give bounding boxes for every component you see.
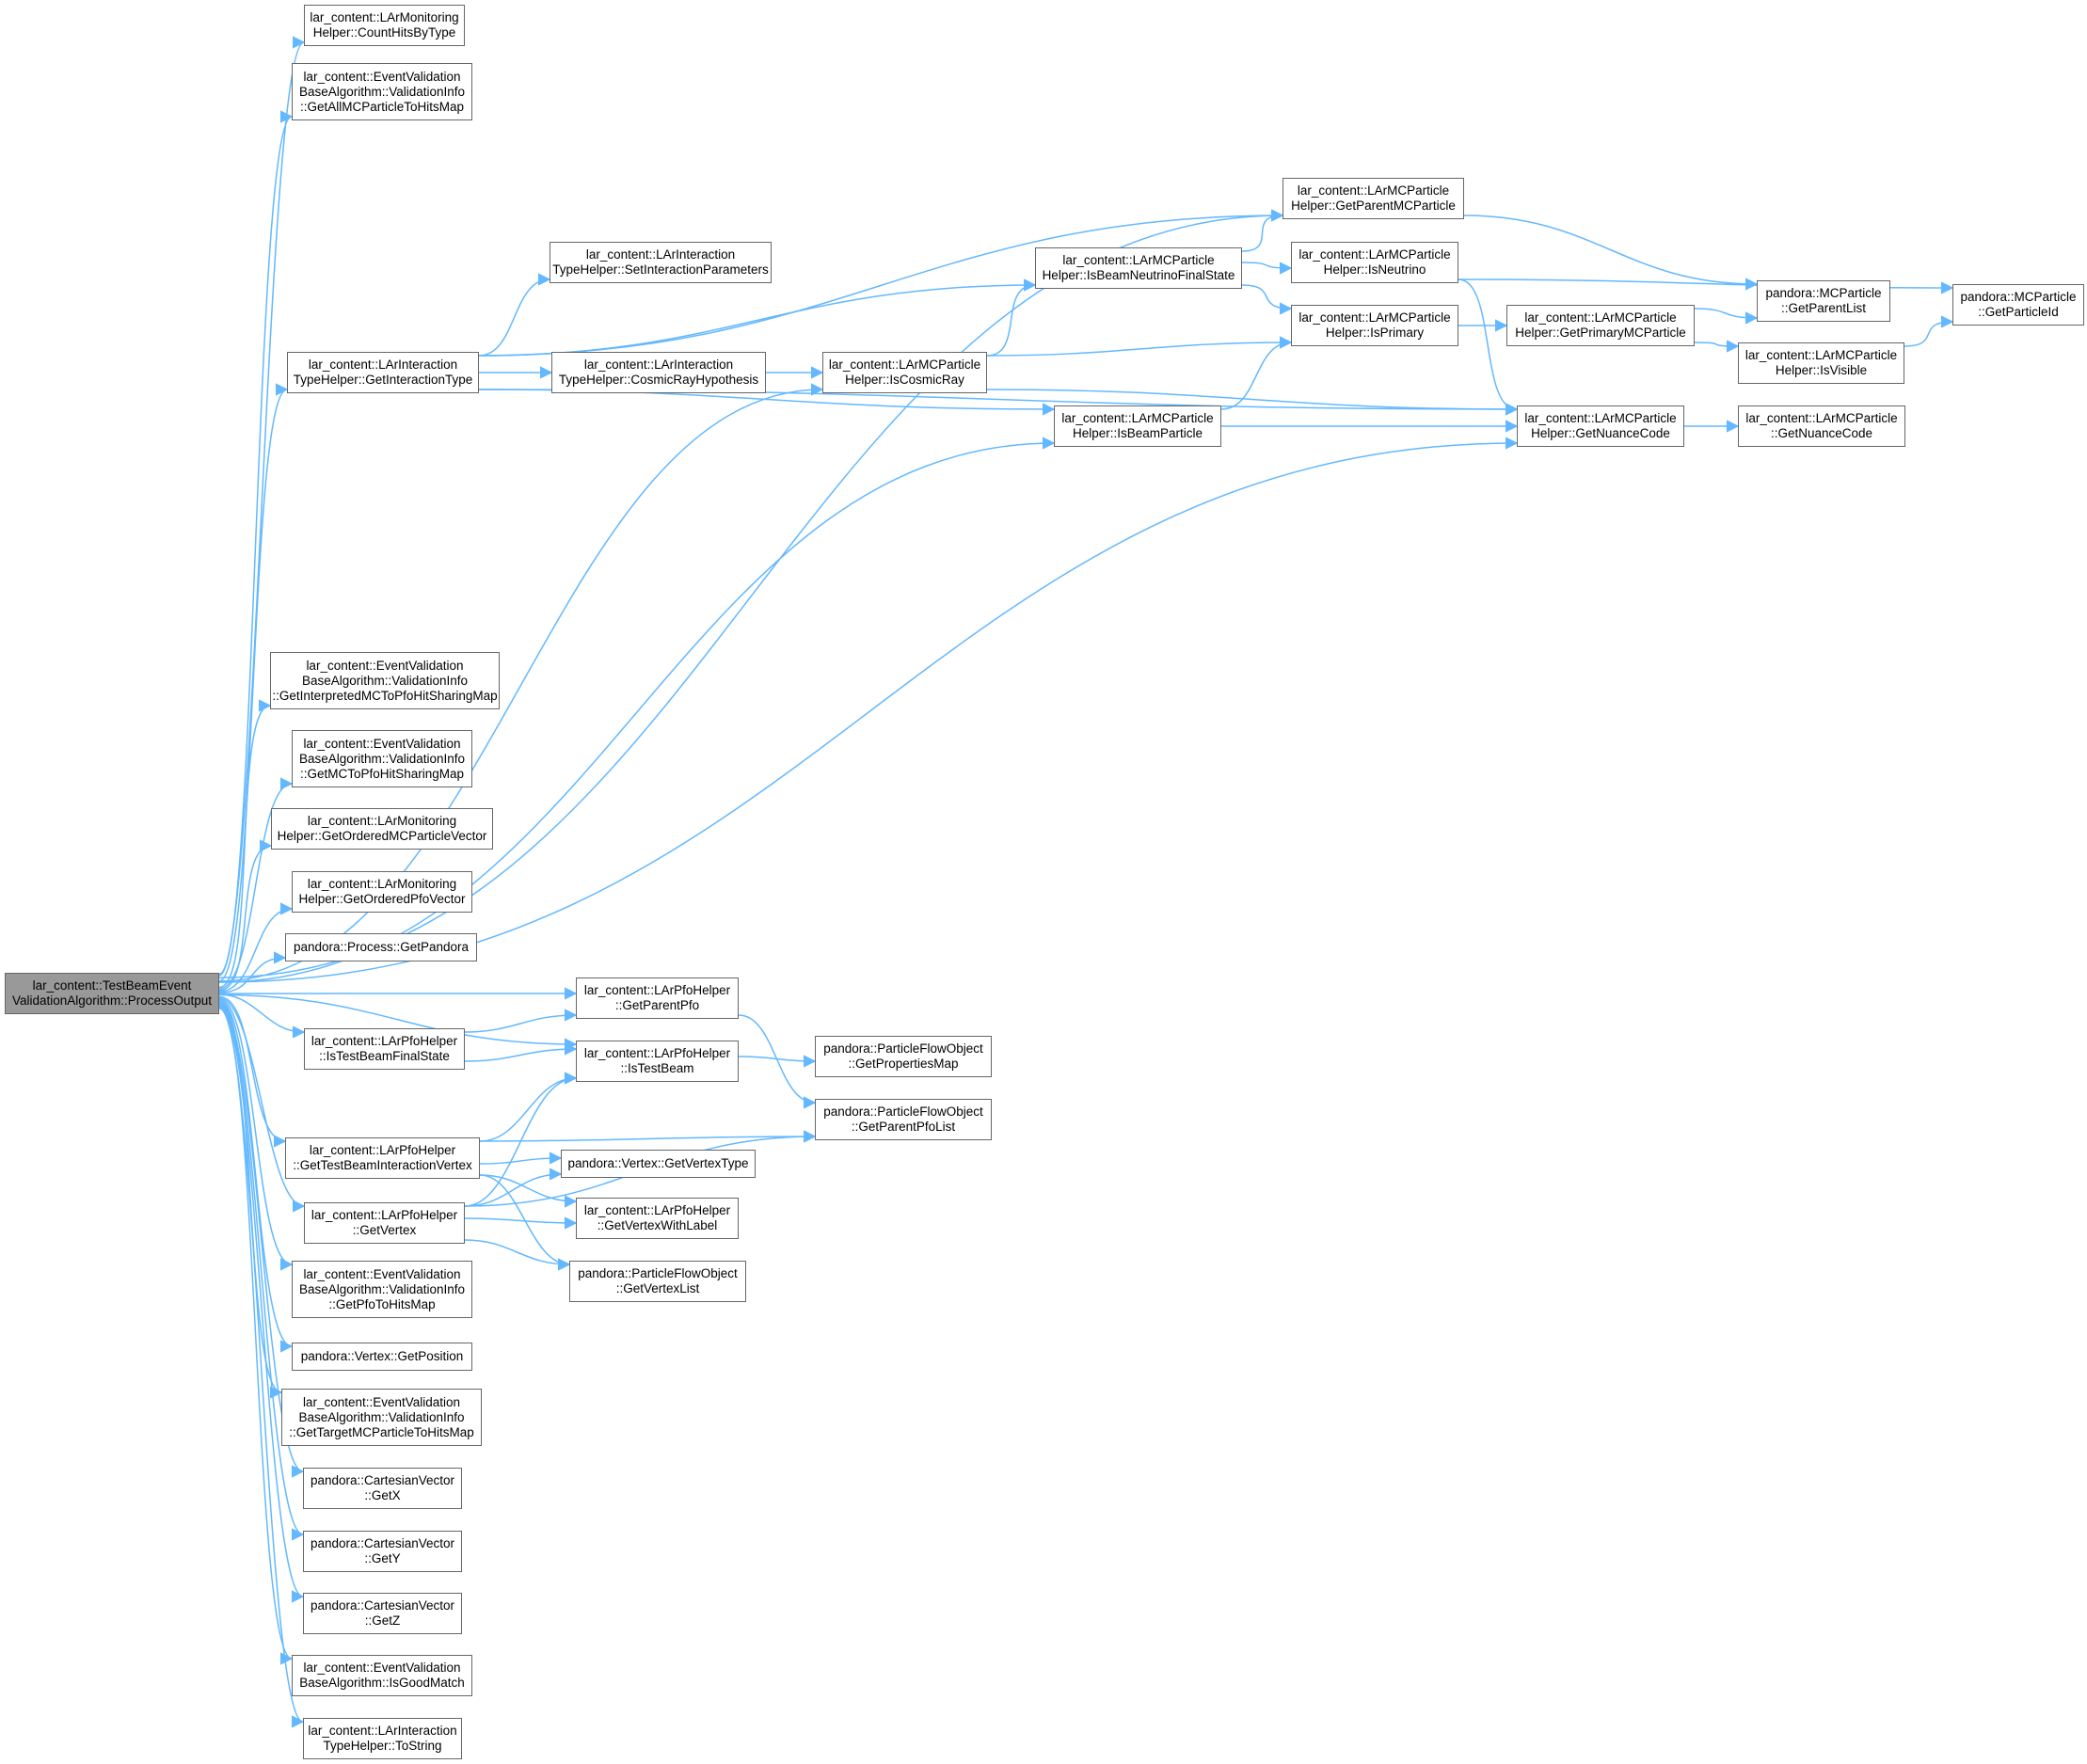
edge-n11-n4 <box>478 273 551 357</box>
edge-root-n24 <box>218 993 306 1039</box>
node-n29[interactable]: pandora::Vertex::GetVertexType <box>561 1150 756 1178</box>
node-n32[interactable]: pandora::ParticleFlowObject::GetVertexLi… <box>569 1261 746 1302</box>
edge-root-n28 <box>218 995 287 1148</box>
edge-n15-n9 <box>1220 336 1293 410</box>
edge-root-n3 <box>218 209 1284 978</box>
edge-n30-n29 <box>464 1168 563 1207</box>
node-n31[interactable]: lar_content::LArPfoHelper::GetVertexWith… <box>576 1198 739 1239</box>
edge-root-n38 <box>218 1005 305 1603</box>
edge-n11-n5 <box>478 278 1037 357</box>
edge-n30-n32 <box>464 1239 571 1271</box>
edge-n30-n25 <box>464 1072 578 1207</box>
edge-n25-n26 <box>738 1055 817 1068</box>
edge-n5-n6 <box>1241 262 1293 275</box>
node-n22[interactable]: pandora::Process::GetPandora <box>285 933 477 961</box>
edge-root-n37 <box>218 1004 305 1541</box>
edge-n24-n23 <box>464 1009 578 1033</box>
node-n8[interactable]: pandora::MCParticle::GetParticleId <box>1952 284 2084 326</box>
edge-n28-n29 <box>479 1152 563 1165</box>
edge-root-n39 <box>218 1006 294 1665</box>
node-n38[interactable]: pandora::CartesianVector::GetZ <box>303 1593 462 1634</box>
edge-n3-n7 <box>1463 215 1759 291</box>
edge-root-n20 <box>218 839 273 992</box>
node-n25[interactable]: lar_content::LArPfoHelper::IsTestBeam <box>576 1041 739 1082</box>
node-n17[interactable]: lar_content::LArMCParticle::GetNuanceCod… <box>1738 405 1905 447</box>
edge-n6-n16 <box>1458 278 1519 416</box>
edge-root-n25 <box>218 993 578 1051</box>
edge-n10-n7 <box>1694 308 1759 325</box>
edge-root-n22 <box>218 951 287 993</box>
edge-n28-n32 <box>479 1174 571 1271</box>
edge-root-n36 <box>218 1002 305 1478</box>
edge-n28-n27 <box>479 1130 817 1143</box>
node-n24[interactable]: lar_content::LArPfoHelper::IsTestBeamFin… <box>304 1028 465 1070</box>
edge-n5-n9 <box>1241 284 1293 315</box>
node-n23[interactable]: lar_content::LArPfoHelper::GetParentPfo <box>576 977 739 1019</box>
edge-root-n19 <box>218 777 294 990</box>
node-n7[interactable]: pandora::MCParticle::GetParentList <box>1757 280 1890 322</box>
edge-root-n21 <box>218 902 294 993</box>
edge-n13-n16 <box>986 389 1519 416</box>
edge-n13-n9 <box>986 336 1293 357</box>
edge-root-n33 <box>218 998 294 1271</box>
edge-n5-n3 <box>1241 209 1284 252</box>
edge-n30-n31 <box>464 1216 578 1230</box>
node-n36[interactable]: pandora::CartesianVector::GetX <box>303 1468 462 1509</box>
edge-n14-n8 <box>1904 315 1954 347</box>
node-n27[interactable]: pandora::ParticleFlowObject::GetParentPf… <box>815 1099 992 1140</box>
node-n28[interactable]: lar_content::LArPfoHelper::GetTestBeamIn… <box>285 1137 480 1179</box>
edge-root-n34 <box>218 999 294 1353</box>
edge-root-n11 <box>218 383 289 982</box>
edge-root-n30 <box>218 997 306 1213</box>
edge-root-n18 <box>218 699 272 989</box>
node-n30[interactable]: lar_content::LArPfoHelper::GetVertex <box>304 1202 465 1244</box>
edge-n28-n25 <box>479 1072 578 1142</box>
node-n34[interactable]: pandora::Vertex::GetPosition <box>292 1343 472 1371</box>
edge-root-n2 <box>218 110 294 977</box>
edge-n28-n31 <box>479 1174 578 1208</box>
node-n26[interactable]: pandora::ParticleFlowObject::GetProperti… <box>815 1036 992 1077</box>
edge-root-n40 <box>218 1008 305 1728</box>
edge-n10-n14 <box>1694 340 1740 353</box>
node-n37[interactable]: pandora::CartesianVector::GetY <box>303 1531 462 1572</box>
edge-n24-n25 <box>464 1042 578 1062</box>
edge-n13-n5 <box>986 278 1037 357</box>
